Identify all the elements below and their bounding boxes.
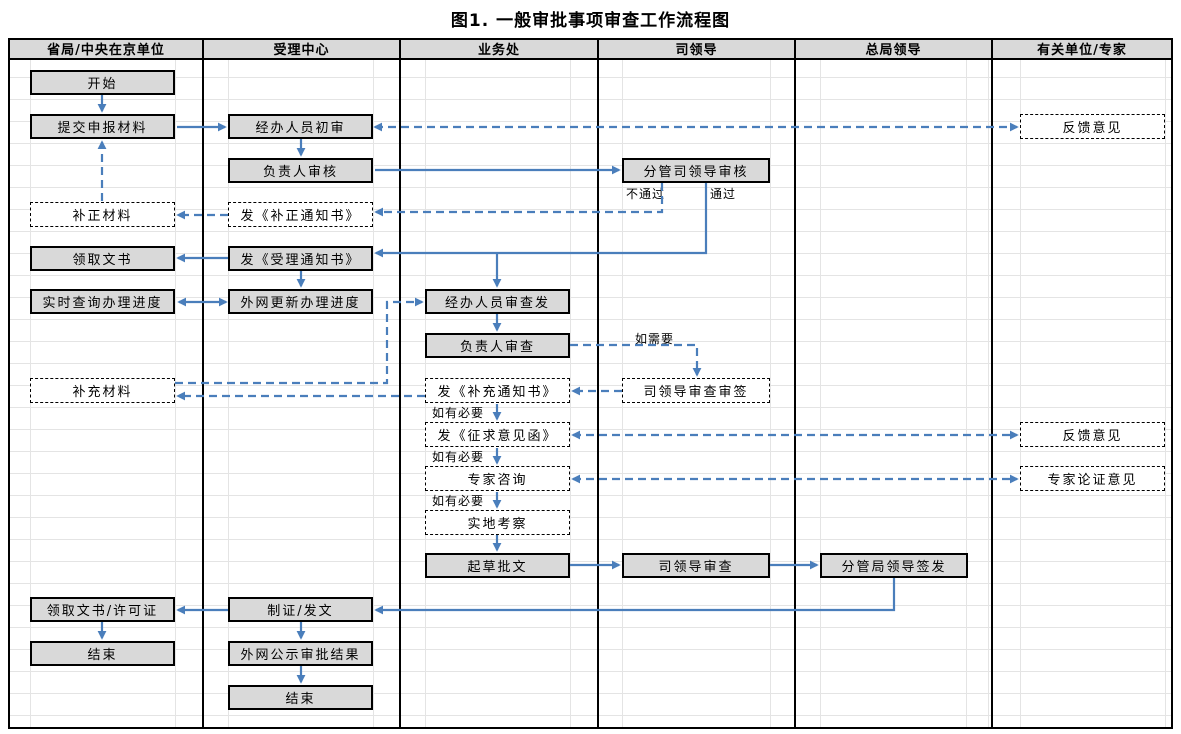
lane-border [794,38,796,729]
chart-bottom-border [8,727,1172,729]
lane-header-business-office: 业务处 [477,43,520,58]
grid-vline [1165,56,1166,727]
grid-vline [770,56,771,727]
edge-label-pass: 通过 [710,187,737,201]
lane-header-related-units-experts: 有关单位/专家 [1037,43,1127,58]
node-submit-application-materials: 提交申报材料 [30,114,175,139]
node-realtime-query-progress: 实时查询办理进度 [30,289,175,314]
node-expert-demonstration-opinion: 专家论证意见 [1020,466,1165,491]
node-extranet-publish-result: 外网公示审批结果 [228,641,373,666]
node-correction-materials: 补正材料 [30,202,175,227]
node-feedback-bottom: 反馈意见 [1020,422,1165,447]
node-expert-consultation: 专家咨询 [425,466,570,491]
node-handler-initial-review: 经办人员初审 [228,114,373,139]
node-issue-correction-notice: 发《补正通知书》 [228,202,373,227]
node-make-certificate-issue-document: 制证/发文 [228,597,373,622]
node-receive-documents: 领取文书 [30,246,175,271]
lane-border [399,38,401,729]
node-division-leader-review: 分管司领导审核 [622,158,770,183]
grid-vline [175,56,176,727]
grid-vline [988,56,989,727]
node-supervisor-review: 负责人审核 [228,158,373,183]
grid-vline [228,56,229,727]
grid-horizontal-lines [8,56,1172,728]
grid-vline [966,56,967,727]
lane-header-department-leaders: 司领导 [675,43,718,58]
node-division-leader-review-sign: 司领导审查审签 [622,378,770,403]
node-field-inspection: 实地考察 [425,510,570,535]
lane-header-acceptance-center: 受理中心 [273,43,330,58]
node-receive-documents-license: 领取文书/许可证 [30,597,175,622]
edge-label-if-necessary-3: 如有必要 [432,494,485,508]
edge-label-if-necessary-1: 如有必要 [432,406,485,420]
lane-header-band [8,38,1172,60]
edge-label-if-necessary-2: 如有必要 [432,450,485,464]
node-supplementary-materials: 补充材料 [30,378,175,403]
grid-vline [820,56,821,727]
node-extranet-update-progress: 外网更新办理进度 [228,289,373,314]
grid-vline [1020,56,1021,727]
node-end-left: 结束 [30,641,175,666]
lane-border [1171,38,1173,729]
lane-border [991,38,993,729]
node-handler-examination: 经办人员审查发 [425,289,570,314]
node-division-leader-examination: 司领导审查 [622,553,770,578]
edge-label-if-needed: 如需要 [635,332,675,346]
lane-border [597,38,599,729]
lane-header-administration-leaders: 总局领导 [865,43,922,58]
chart-title: 图1. 一般审批事项审查工作流程图 [450,11,731,31]
node-issue-acceptance-notice: 发《受理通知书》 [228,246,373,271]
node-issue-opinion-request-letter: 发《征求意见函》 [425,422,570,447]
lane-header-provincial-units: 省局/中央在京单位 [47,43,165,58]
lane-border [8,38,10,729]
edge-label-fail: 不通过 [626,187,666,201]
lane-border [202,38,204,729]
node-end-center: 结束 [228,685,373,710]
node-start: 开始 [30,70,175,95]
grid-vline [570,56,571,727]
node-feedback-top: 反馈意见 [1020,114,1165,139]
node-draft-approval-document: 起草批文 [425,553,570,578]
grid-vline [373,56,374,727]
node-issue-supplement-notice: 发《补充通知书》 [425,378,570,403]
node-bureau-leader-signoff: 分管局领导签发 [820,553,968,578]
node-supervisor-examination: 负责人审查 [425,333,570,358]
